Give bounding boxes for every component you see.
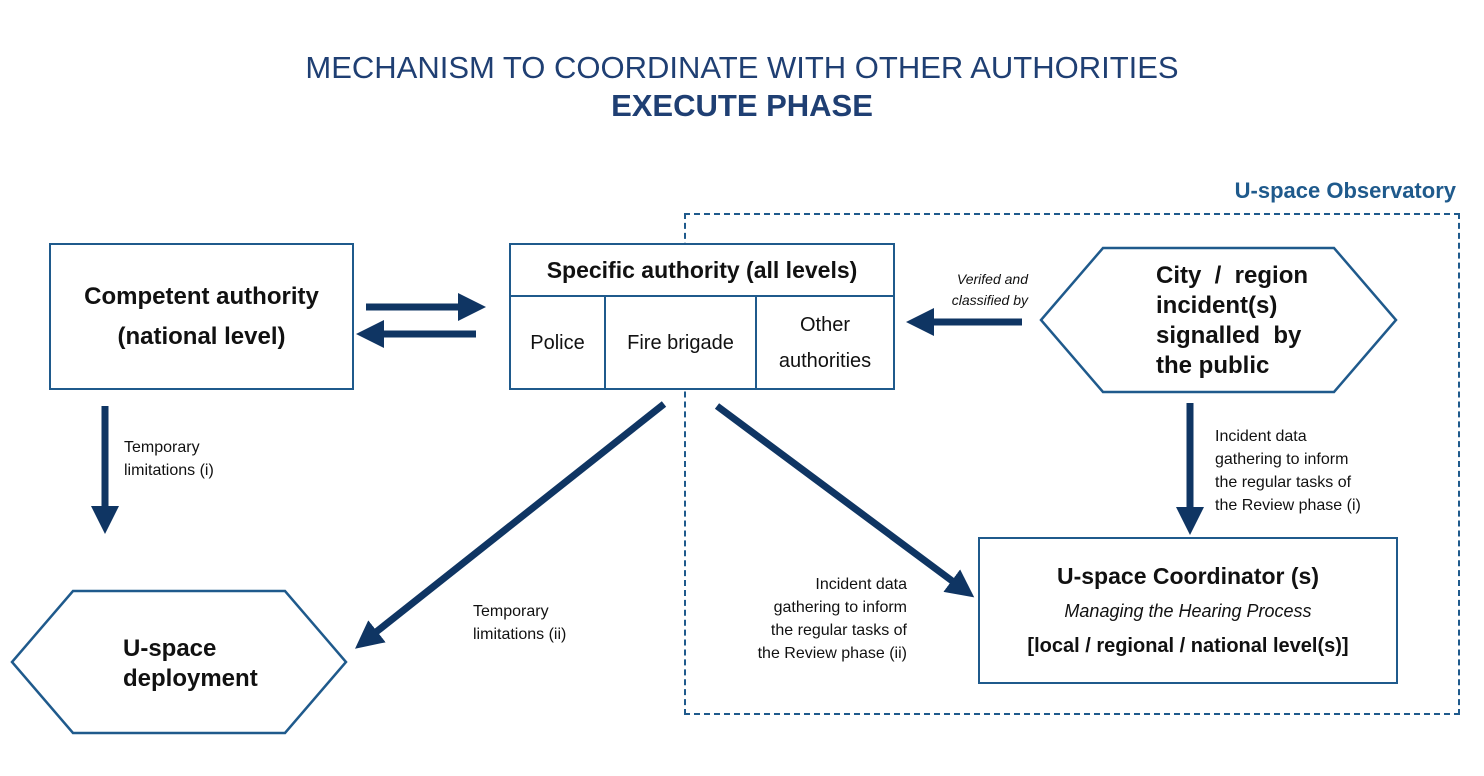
incident-data-i-label: Incident data gathering to inform the re… [1215,425,1361,517]
city-incident-text: City / region incident(s) signalled by t… [1156,261,1356,381]
observatory-region [684,213,1460,715]
temporary-limitations-ii-label: Temporary limitations (ii) [473,600,566,646]
deployment-text: U-space deployment [123,634,323,694]
specific-authority-box: Specific authority (all levels) Police F… [509,243,895,390]
label-line: Temporary [473,603,549,620]
city-incident-line: signalled by [1156,322,1302,349]
verified-label: Verifed and classified by [930,269,1028,311]
temporary-limitations-i-label: Temporary limitations (i) [124,436,214,482]
label-line: gathering to inform [1215,451,1349,468]
diagram-subtitle: EXECUTE PHASE [611,88,873,123]
coordinator-levels: [local / regional / national level(s)] [1027,635,1349,657]
label-line: limitations (ii) [473,626,567,643]
other-authorities-cell: Other authorities [755,297,893,388]
arrow-specific-to-coordinator [714,403,975,598]
deployment-line: U-space [123,635,217,662]
arrow-specific-to-deployment [355,401,667,649]
city-incident-hexagon [1039,246,1398,394]
label-line: the Review phase (i) [1215,497,1361,514]
coordinator-box: U-space Coordinator (s) Managing the Hea… [978,537,1398,684]
competent-authority-box: Competent authority (national level) [49,243,354,390]
label-line: limitations (i) [124,462,214,479]
label-line: Incident data [815,576,907,593]
coordinator-subtitle: Managing the Hearing Process [1064,601,1312,621]
city-incident-line: the public [1156,352,1270,379]
verified-label-line: classified by [951,292,1028,308]
competent-authority-level: (national level) [117,322,286,350]
label-line: the regular tasks of [770,622,907,639]
coordinator-title: U-space Coordinator (s) [1057,563,1319,589]
incident-data-ii-label: Incident data gathering to inform the re… [726,573,907,665]
fire-brigade-cell: Fire brigade [604,297,755,388]
label-line: the regular tasks of [1215,474,1352,491]
label-line: gathering to inform [773,599,907,616]
city-incident-line: incident(s) [1156,292,1278,319]
deployment-line: deployment [123,665,258,692]
diagram-title: MECHANISM TO COORDINATE WITH OTHER AUTHO… [305,50,1179,85]
label-line: Incident data [1215,428,1307,445]
specific-authority-title: Specific authority (all levels) [511,245,893,297]
competent-authority-name: Competent authority [84,282,319,310]
observatory-label: U-space Observatory [1234,178,1456,203]
label-line: Temporary [124,439,200,456]
deployment-hexagon [10,589,348,735]
city-incident-line: City / region [1156,262,1309,289]
verified-label-line: Verifed and [956,271,1028,287]
police-cell: Police [530,331,585,354]
label-line: the Review phase (ii) [757,645,907,662]
